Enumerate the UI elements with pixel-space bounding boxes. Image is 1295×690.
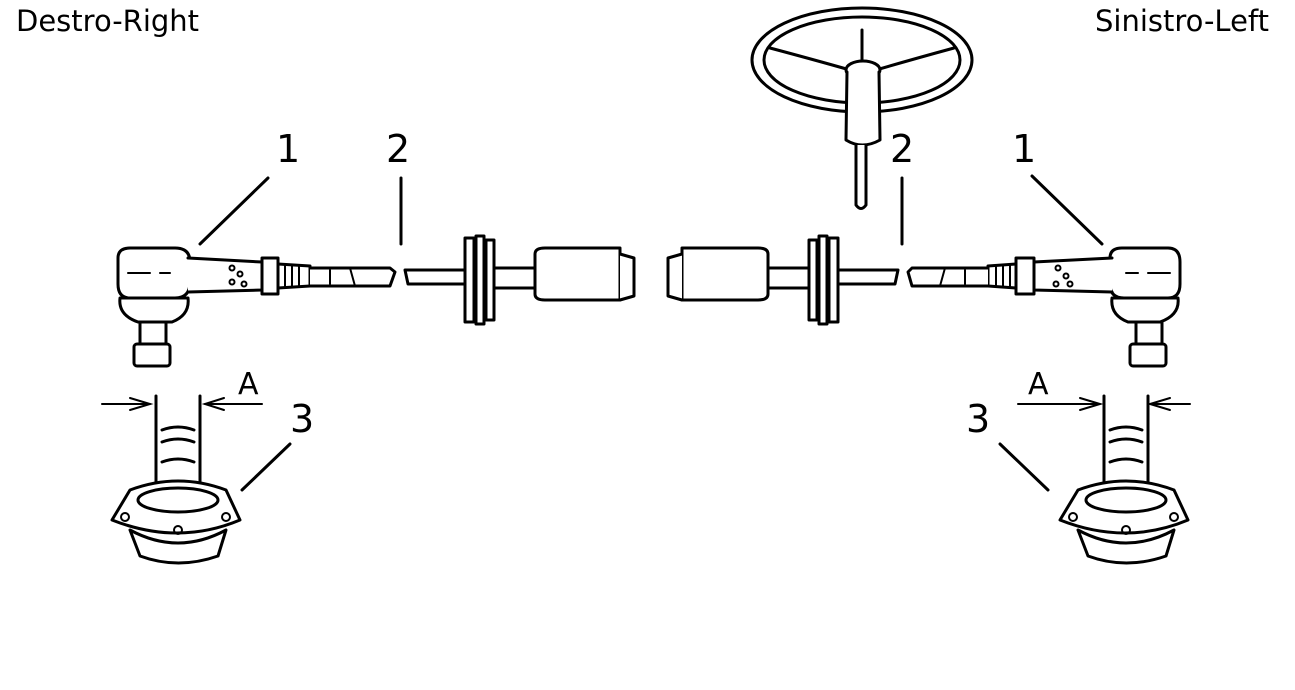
callout-1-left: 1 bbox=[1012, 127, 1036, 171]
dimension-a-left: A bbox=[1028, 367, 1049, 402]
caption-right: Destro-Right bbox=[16, 4, 200, 38]
tie-rod-end-right bbox=[116, 176, 397, 368]
callout-3-left: 3 bbox=[966, 397, 990, 441]
tie-rod-left bbox=[666, 176, 904, 326]
caption-left: Sinistro-Left bbox=[1095, 4, 1269, 38]
tie-rod-end-left bbox=[906, 174, 1182, 368]
ball-joint-right bbox=[101, 394, 292, 565]
steering-wheel-icon bbox=[750, 6, 974, 210]
callout-2-left: 2 bbox=[890, 127, 914, 171]
dimension-a-right: A bbox=[238, 367, 259, 402]
callout-2-right: 2 bbox=[386, 127, 410, 171]
callout-1-right: 1 bbox=[276, 127, 300, 171]
tie-rod-right bbox=[399, 176, 636, 326]
ball-joint-left bbox=[998, 394, 1191, 565]
callout-3-right: 3 bbox=[290, 397, 314, 441]
